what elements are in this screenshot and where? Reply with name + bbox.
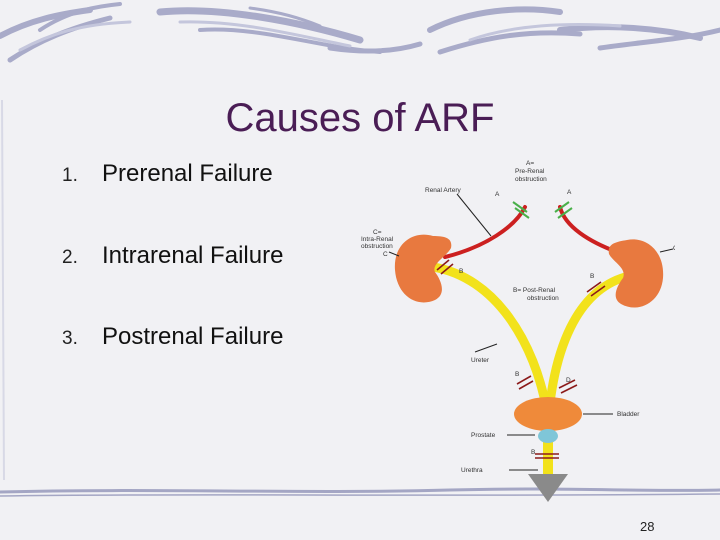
list-item: 2. Intrarenal Failure — [62, 242, 283, 270]
label-c-left: C — [383, 251, 388, 258]
list-item: 1. Prerenal Failure — [62, 160, 273, 188]
label-a-eq: A= — [526, 160, 534, 167]
label-d-ureter: D — [566, 377, 571, 384]
label-c-eq: C= — [373, 229, 382, 236]
list-item: 3. Postrenal Failure — [62, 323, 283, 351]
label-pre-renal: Pre-Renal — [515, 168, 545, 175]
slide-title: Causes of ARF — [225, 96, 495, 140]
urinary-tract-diagram: A= Pre-Renal obstruction Renal Artery A … — [361, 160, 675, 502]
list-item-text: Prerenal Failure — [102, 160, 273, 187]
label-prostate: Prostate — [471, 432, 496, 439]
list-item-number: 1. — [62, 165, 78, 186]
label-intra-renal: Intra-Renal — [361, 236, 394, 243]
page-number: 28 — [640, 519, 655, 534]
right-renal-artery — [558, 205, 619, 254]
right-kidney-icon — [608, 239, 664, 308]
label-b-ureter: B — [515, 371, 519, 378]
left-kidney-icon — [394, 234, 452, 303]
list-item-number: 3. — [62, 328, 78, 349]
label-b-urethra: B — [531, 449, 535, 456]
label-post-renal-obstruction: obstruction — [527, 295, 559, 302]
bladder-icon — [514, 397, 582, 431]
label-b-left-kidney: B — [459, 268, 463, 275]
prostate-icon — [538, 429, 558, 443]
list-item-number: 2. — [62, 247, 78, 268]
label-b-eq-post-renal: B= Post-Renal — [513, 287, 556, 294]
label-renal-artery: Renal Artery — [425, 187, 462, 194]
label-a-left: A — [495, 191, 500, 198]
left-renal-artery — [443, 205, 527, 259]
label-c-right: C — [673, 245, 675, 252]
label-a-right: A — [567, 189, 572, 196]
label-intra-renal-obstruction: obstruction — [361, 243, 393, 250]
label-urethra: Urethra — [461, 467, 483, 474]
label-bladder: Bladder — [617, 411, 640, 418]
urethra-funnel-icon — [528, 474, 568, 502]
label-pre-renal-obstruction: obstruction — [515, 176, 547, 183]
label-b-right-kidney: B — [590, 273, 594, 280]
list-item-text: Postrenal Failure — [102, 323, 284, 350]
label-ureter: Ureter — [471, 357, 490, 364]
left-ureter — [428, 262, 552, 417]
list-item-text: Intrarenal Failure — [102, 242, 284, 269]
right-ureter — [544, 272, 630, 417]
